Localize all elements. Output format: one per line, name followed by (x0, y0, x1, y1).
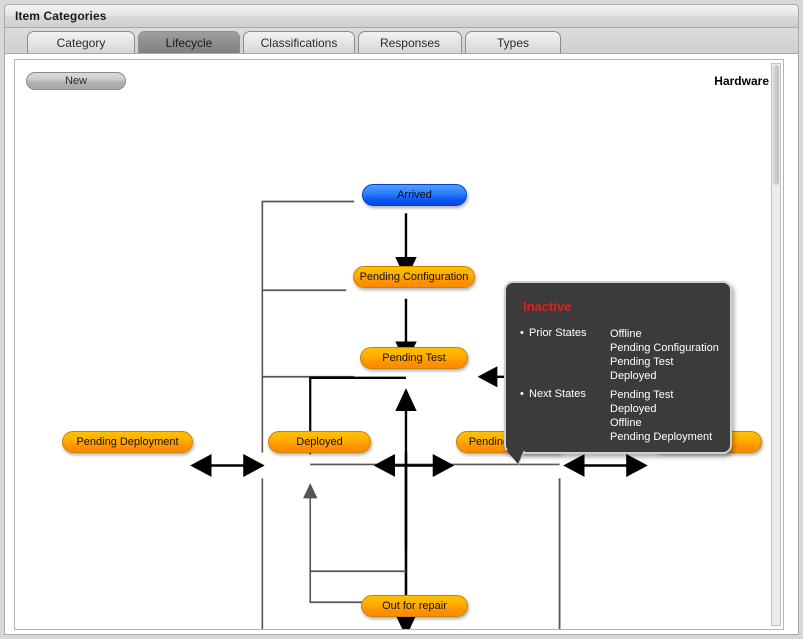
window-title: Item Categories (15, 9, 107, 23)
tab-classifications[interactable]: Classifications (243, 31, 355, 54)
tooltip-next-states-values: Pending Test Deployed Offline Pending De… (610, 389, 713, 443)
lifecycle-canvas: New Hardware (14, 59, 784, 630)
tooltip-prior-states-values: Offline Pending Configuration Pending Te… (610, 328, 719, 382)
tab-category[interactable]: Category (27, 31, 135, 54)
tab-types[interactable]: Types (465, 31, 561, 54)
node-pending-deployment[interactable]: Pending Deployment (62, 431, 193, 453)
node-pending-configuration[interactable]: Pending Configuration (353, 266, 475, 288)
tooltip-title: Inactive (523, 299, 572, 314)
tooltip-pointer (506, 450, 524, 464)
scrollbar-thumb[interactable] (773, 65, 779, 185)
content-panel: New Hardware (4, 53, 799, 635)
node-out-for-repair[interactable]: Out for repair (361, 595, 468, 617)
tooltip-prior-states-label: Prior States (529, 327, 587, 339)
tooltip-next-states-label: Next States (529, 388, 586, 400)
node-arrived[interactable]: Arrived (362, 184, 467, 206)
context-label: Hardware (714, 74, 769, 88)
lifecycle-diagram: Arrived Pending Configuration Pending Te… (15, 100, 783, 629)
new-button[interactable]: New (26, 72, 126, 90)
vertical-scrollbar[interactable] (771, 63, 781, 626)
bullet-icon: • (520, 327, 524, 339)
tab-lifecycle[interactable]: Lifecycle (138, 31, 240, 54)
state-tooltip: Inactive • Prior States Offline Pending … (504, 281, 732, 454)
node-pending-test[interactable]: Pending Test (360, 347, 468, 369)
node-deployed[interactable]: Deployed (268, 431, 371, 453)
tab-responses[interactable]: Responses (358, 31, 462, 54)
tab-bar: Category Lifecycle Classifications Respo… (4, 28, 799, 54)
bullet-icon: • (520, 388, 524, 400)
window-titlebar: Item Categories (4, 4, 799, 28)
